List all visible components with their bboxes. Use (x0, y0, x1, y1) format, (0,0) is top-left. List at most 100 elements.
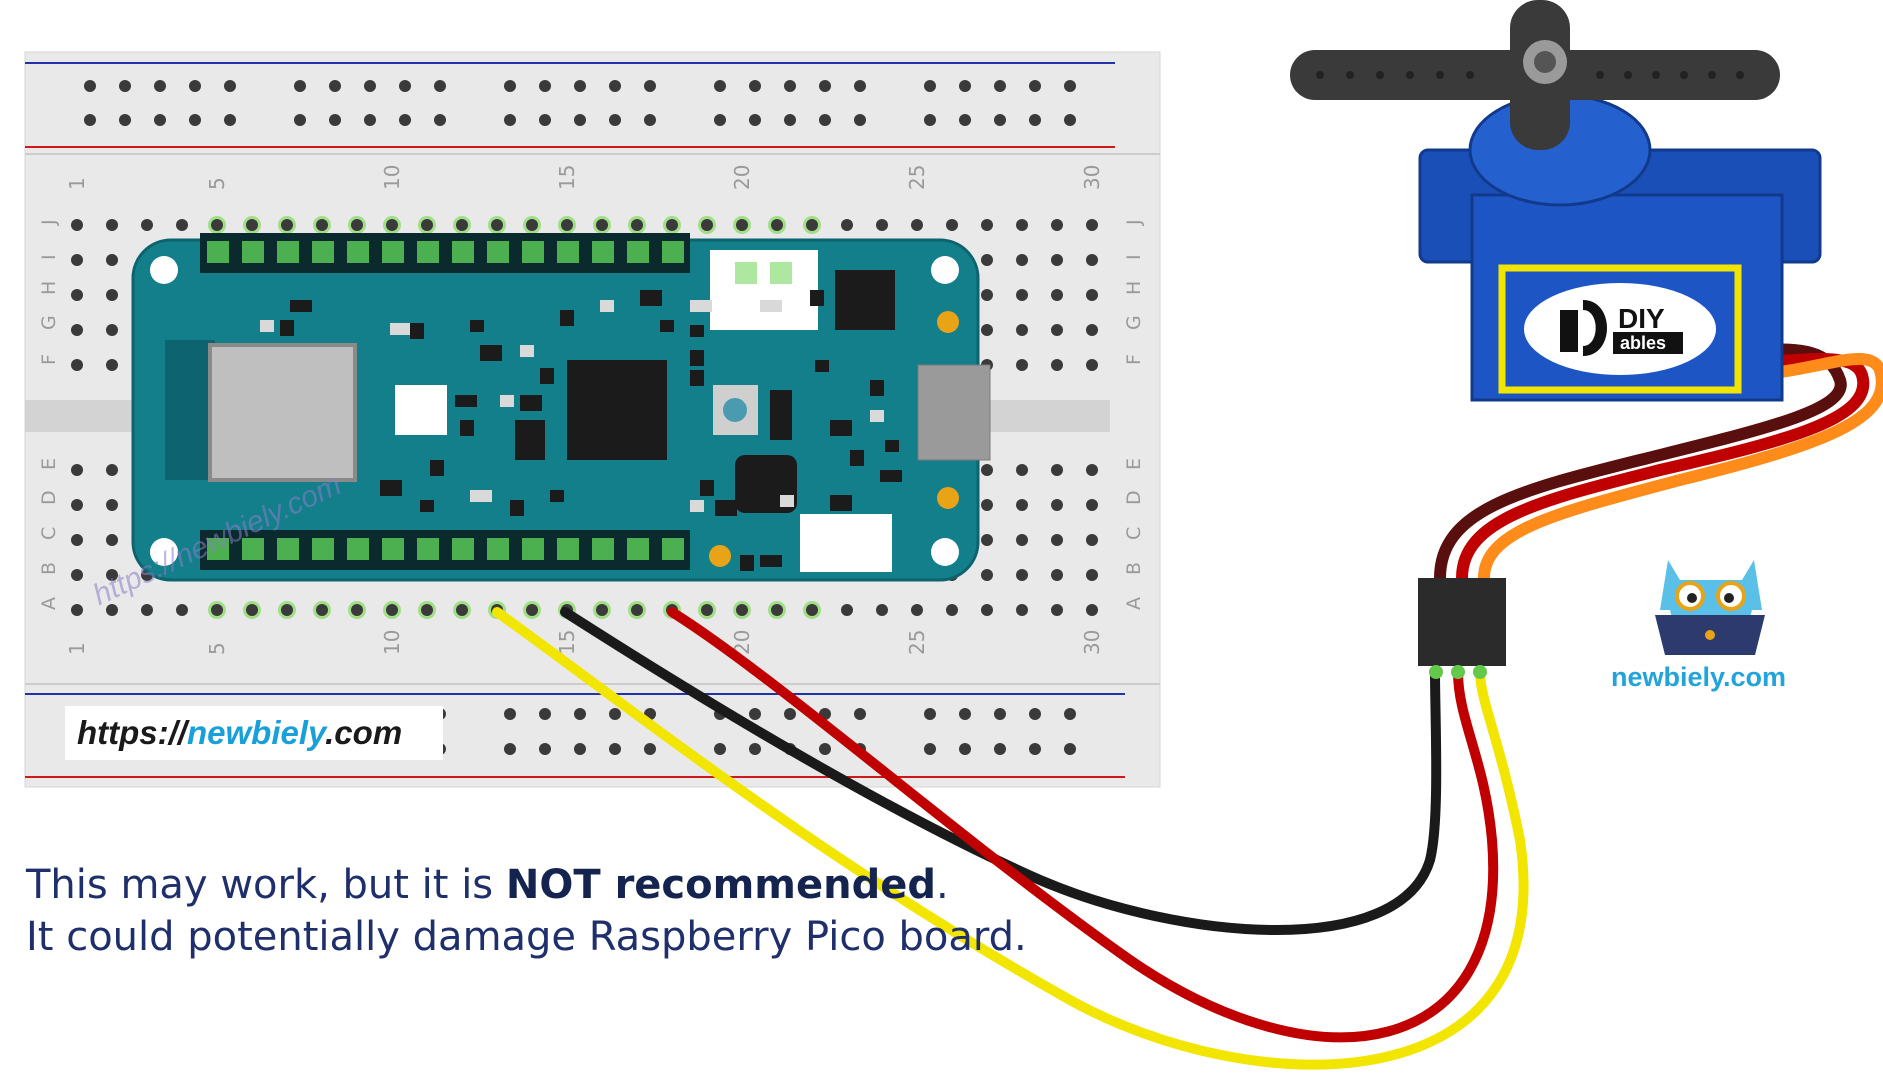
header-pin (207, 241, 229, 263)
column-number: 5 (205, 177, 229, 190)
mounting-hole (150, 256, 178, 284)
smd-part (550, 490, 564, 502)
caption-suffix: . (935, 862, 949, 908)
smd-part (460, 420, 474, 436)
rail-hole (189, 80, 201, 92)
breadboard-hole (911, 219, 923, 231)
caption-emphasis: NOT recommended (505, 862, 936, 908)
breadboard-hole (351, 604, 363, 616)
rail-hole (924, 114, 936, 126)
smd-part (470, 490, 492, 502)
breadboard-hole (631, 219, 643, 231)
column-number: 25 (905, 630, 929, 655)
rail-hole (994, 708, 1006, 720)
rail-hole (609, 743, 621, 755)
rail-hole (1064, 114, 1076, 126)
smd-part (815, 360, 829, 372)
breadboard-hole (71, 254, 83, 266)
breadboard-hole (456, 219, 468, 231)
column-number: 15 (555, 630, 579, 655)
breadboard-hole (806, 604, 818, 616)
breadboard-hole (71, 289, 83, 301)
logo-diy-text: DIY (1618, 303, 1665, 334)
rail-hole (749, 114, 761, 126)
newbiely-owl-logo (1655, 560, 1765, 655)
website-label: https://newbiely.com (65, 706, 443, 760)
smd-part (740, 555, 754, 571)
breadboard-hole (1016, 534, 1028, 546)
breadboard-hole (876, 219, 888, 231)
rail-hole (189, 114, 201, 126)
breadboard-hole (1051, 219, 1063, 231)
header-pin (487, 241, 509, 263)
smd-part (380, 480, 402, 496)
breadboard-hole (1086, 324, 1098, 336)
row-letter: H (1123, 281, 1145, 295)
smd-part (690, 325, 704, 337)
smd-part (280, 320, 294, 336)
rail-hole (644, 80, 656, 92)
row-letter: A (1123, 597, 1145, 610)
logo-ables-text: ables (1620, 333, 1666, 353)
breadboard-hole (106, 499, 118, 511)
row-letter: F (38, 354, 60, 365)
header-pin (277, 538, 299, 560)
smd-part (470, 320, 484, 332)
rail-hole (434, 114, 446, 126)
wifi-module (208, 343, 357, 482)
breadboard-hole (561, 219, 573, 231)
header-pin (452, 241, 474, 263)
signal-wire (492, 607, 1529, 1070)
smd-part (830, 495, 852, 511)
rail-hole (749, 708, 761, 720)
rail-hole (399, 80, 411, 92)
rail-hole (924, 80, 936, 92)
breadboard-hole (771, 604, 783, 616)
rail-hole (644, 743, 656, 755)
smd-part (760, 300, 782, 312)
caption-line-2: It could potentially damage Raspberry Pi… (26, 914, 1027, 960)
row-letter: D (38, 490, 60, 505)
rail-hole (819, 743, 831, 755)
smd-part (410, 323, 424, 339)
logo-frame (1498, 264, 1742, 394)
header-pin (347, 538, 369, 560)
column-number: 15 (555, 165, 579, 190)
breadboard-hole (71, 464, 83, 476)
smd-part (510, 500, 524, 516)
breadboard-hole (316, 219, 328, 231)
breadboard-hole (841, 219, 853, 231)
smd-part (690, 370, 704, 386)
breadboard-hole (946, 604, 958, 616)
rail-hole (364, 114, 376, 126)
header-pin (522, 538, 544, 560)
header-pin (522, 241, 544, 263)
smd-part (715, 500, 737, 516)
breadboard-hole (106, 219, 118, 231)
rail-hole (119, 114, 131, 126)
breadboard-hole (71, 499, 83, 511)
rail-hole (784, 708, 796, 720)
rail-hole (959, 114, 971, 126)
usb-port (917, 364, 991, 461)
breadboard-hole (106, 324, 118, 336)
smd-part (260, 320, 274, 332)
column-number: 30 (1080, 165, 1104, 190)
rail-hole (994, 743, 1006, 755)
rail-hole (784, 80, 796, 92)
rail-hole (539, 743, 551, 755)
power-wire (667, 607, 1499, 1043)
breadboard-hole (316, 604, 328, 616)
breadboard-hole (701, 219, 713, 231)
rail-hole (224, 114, 236, 126)
breadboard-hole (211, 604, 223, 616)
breadboard-hole (491, 219, 503, 231)
battery-connector (710, 250, 818, 330)
breadboard-hole (1016, 569, 1028, 581)
mounting-hole (931, 538, 959, 566)
rail-hole (609, 80, 621, 92)
rail-hole (749, 743, 761, 755)
header-pin (627, 538, 649, 560)
breadboard-hole (1016, 464, 1028, 476)
header-pin (242, 538, 264, 560)
